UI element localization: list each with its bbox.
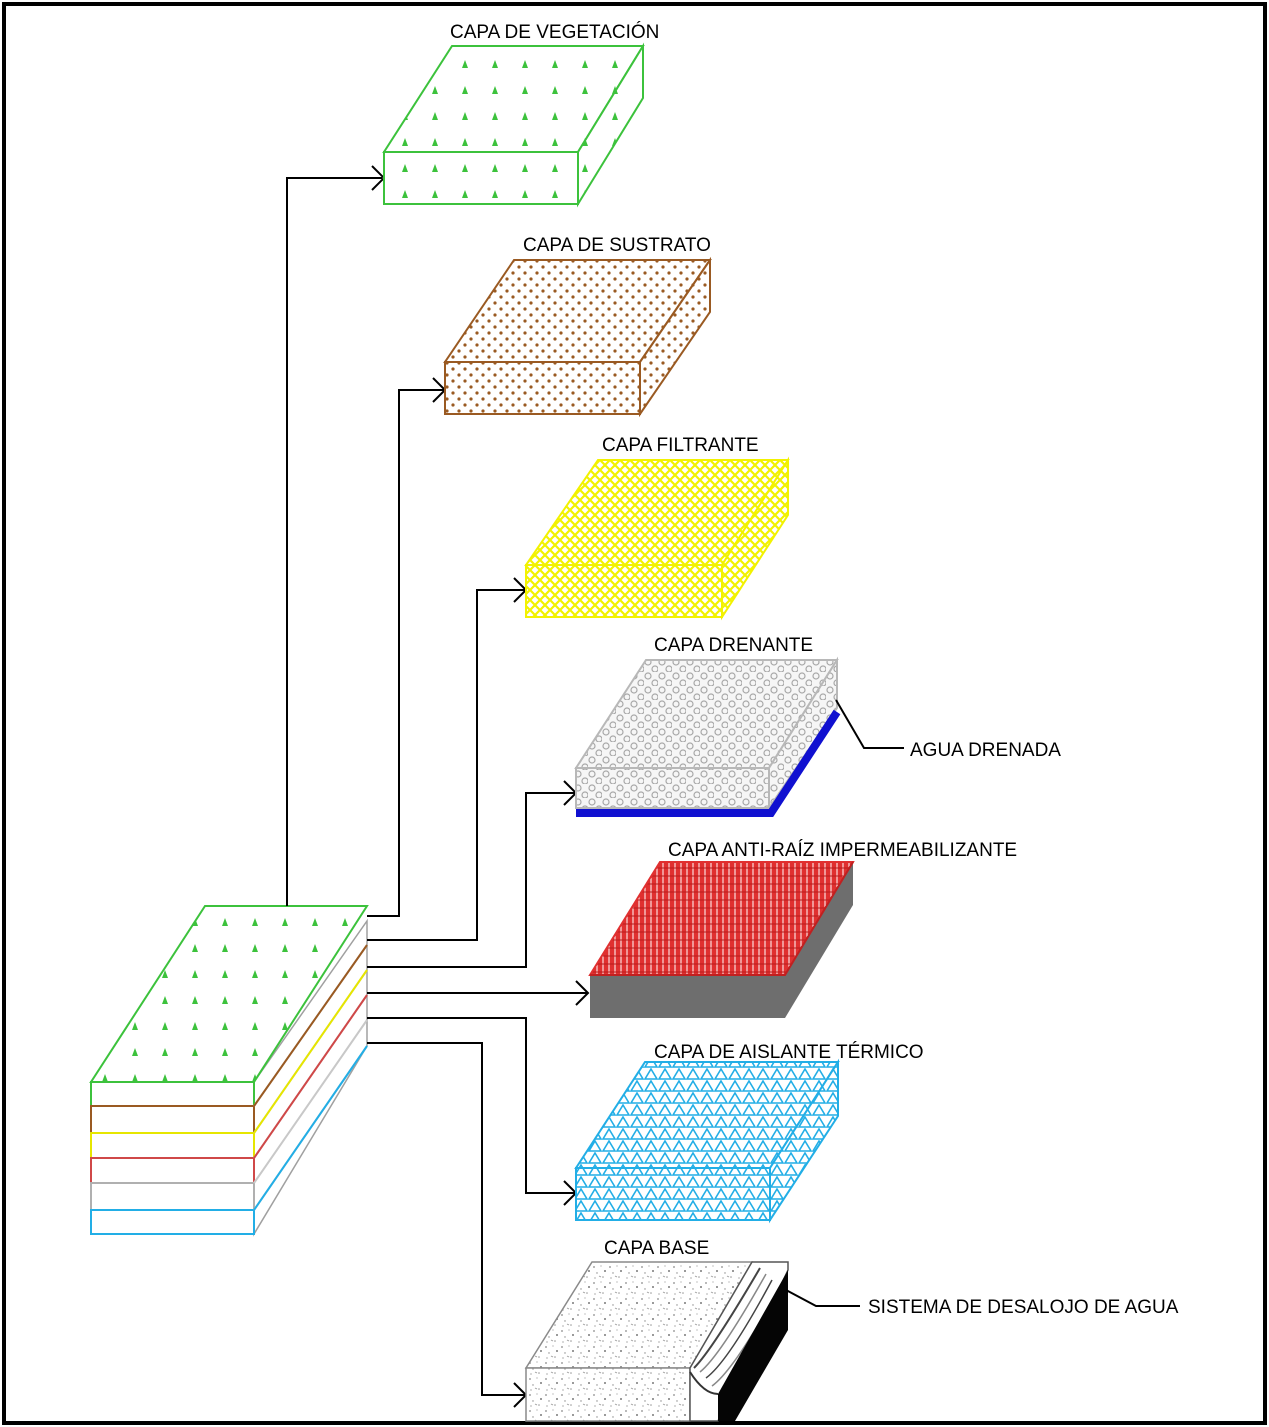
- label-insulation: CAPA DE AISLANTE TÉRMICO: [654, 1042, 924, 1063]
- label-drainage: CAPA DRENANTE: [654, 635, 813, 656]
- stack-band-root-barrier: [90, 1157, 255, 1184]
- layer-root-barrier: CAPA ANTI-RAÍZ IMPERMEABILIZANTE: [588, 840, 1017, 1018]
- callout-drain-system: SISTEMA DE DESALOJO DE AGUA: [868, 1297, 1179, 1318]
- label-filter: CAPA FILTRANTE: [602, 435, 759, 456]
- stack-band-drainage: [90, 1182, 255, 1211]
- stack-band-filter: [90, 1132, 255, 1159]
- layer-drainage: CAPA DRENANTE AGUA DRENADA: [574, 635, 1061, 817]
- label-root-barrier: CAPA ANTI-RAÍZ IMPERMEABILIZANTE: [668, 840, 1017, 861]
- callout-drained-water: AGUA DRENADA: [910, 740, 1061, 761]
- stacked-layers-assembly: [89, 905, 369, 1237]
- label-base: CAPA BASE: [604, 1238, 709, 1259]
- label-substrate: CAPA DE SUSTRATO: [523, 235, 711, 256]
- drainage-water-channel: [576, 709, 841, 817]
- label-vegetation: CAPA DE VEGETACIÓN: [450, 21, 659, 43]
- connector-arrows: [286, 165, 590, 1408]
- layer-vegetation: CAPA DE VEGETACIÓN: [382, 21, 659, 208]
- layer-insulation: CAPA DE AISLANTE TÉRMICO: [574, 1042, 924, 1224]
- leader-drain-system: [785, 1289, 860, 1307]
- stack-band-vegetation: [90, 1081, 255, 1107]
- stack-band-insulation: [90, 1209, 255, 1235]
- leader-drained-water: [835, 699, 904, 749]
- layer-base: CAPA BASE SISTEMA DE DESALOJO DE AGUA: [524, 1238, 1179, 1422]
- stack-band-substrate: [90, 1105, 255, 1134]
- layer-substrate: CAPA DE SUSTRATO: [443, 235, 712, 418]
- layer-filter: CAPA FILTRANTE: [524, 435, 790, 621]
- drain-gutter: [689, 1261, 789, 1422]
- stack-top-vegetation: [89, 905, 369, 1083]
